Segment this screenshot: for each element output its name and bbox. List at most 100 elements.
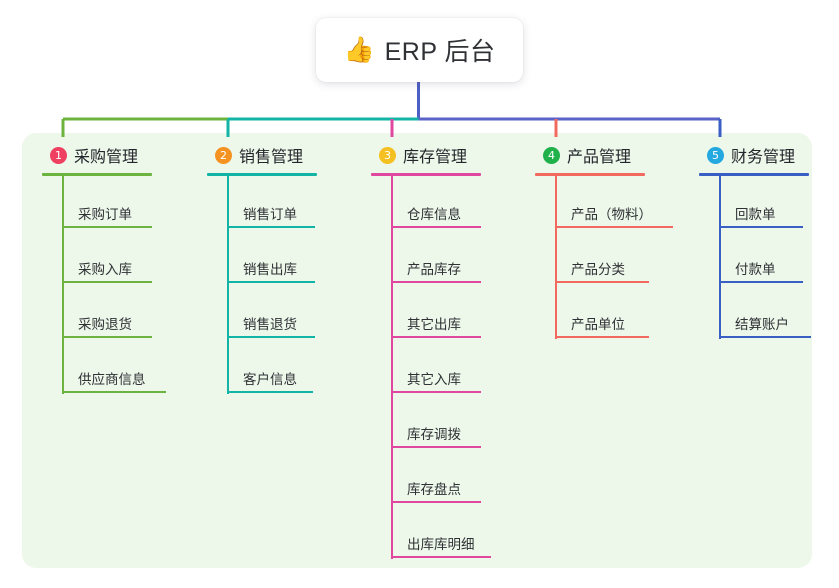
branch-title-1: 采购管理 [74,149,139,166]
branch-column-5: 5 财务管理 回款单付款单结算账户 [699,143,811,341]
branch-items-3: 仓库信息产品库存其它出库其它入库库存调拨库存盘点出库库明细 [371,176,491,561]
branch-items-1: 采购订单采购入库采购退货供应商信息 [42,176,166,396]
branch-title-4: 产品管理 [567,149,632,166]
branch-leaf[interactable]: 采购退货 [42,286,152,341]
branch-leaf[interactable]: 其它入库 [371,341,481,396]
branch-leaf[interactable]: 销售出库 [207,231,317,286]
branch-leaf-underline [391,391,481,393]
branch-leaf[interactable]: 销售退货 [207,286,317,341]
branch-leaf-label: 销售订单 [243,207,297,222]
branch-leaf[interactable]: 付款单 [699,231,809,286]
branch-header-1[interactable]: 1 采购管理 [42,143,152,167]
branch-leaf-underline [555,336,649,338]
branch-header-2[interactable]: 2 销售管理 [207,143,317,167]
branch-leaf[interactable]: 产品分类 [535,231,649,286]
branch-leaf-label: 采购订单 [78,207,132,222]
branch-header-5[interactable]: 5 财务管理 [699,143,809,167]
branch-index-badge-4: 4 [543,146,560,164]
branch-header-3[interactable]: 3 库存管理 [371,143,481,167]
branch-index-badge-1: 1 [50,146,67,164]
branch-leaf[interactable]: 回款单 [699,176,809,231]
branch-leaf-label: 采购入库 [78,262,132,277]
branch-leaf[interactable]: 销售订单 [207,176,317,231]
branch-leaf-label: 其它入库 [407,372,461,387]
branch-leaf-underline [62,226,152,228]
branch-leaf-label: 供应商信息 [78,372,146,387]
branch-items-2: 销售订单销售出库销售退货客户信息 [207,176,317,396]
branch-underline-1 [42,173,152,176]
branch-leaf[interactable]: 客户信息 [207,341,317,396]
branch-column-1: 1 采购管理 采购订单采购入库采购退货供应商信息 [42,143,166,396]
branch-leaf[interactable]: 产品库存 [371,231,481,286]
branch-leaf-underline [227,226,315,228]
branch-underline-2 [207,173,317,176]
branch-leaf[interactable]: 结算账户 [699,286,811,341]
branch-leaf[interactable]: 仓库信息 [371,176,481,231]
branch-trunk-1 [62,176,64,394]
root-node-title: ERP 后台 [384,38,496,66]
branch-leaf-underline [227,391,313,393]
branch-leaf-label: 结算账户 [735,317,789,332]
branch-leaf-label: 回款单 [735,207,776,222]
branch-underline-5 [699,173,809,176]
branch-leaf-underline [719,226,803,228]
branch-leaf-underline [62,281,152,283]
branch-items-4: 产品（物料） 产品分类产品单位 [535,176,673,341]
branch-leaf-underline [719,281,803,283]
branch-leaf-label: 付款单 [735,262,776,277]
branch-leaf[interactable]: 出库库明细 [371,506,491,561]
branch-leaf-label: 产品库存 [407,262,461,277]
branch-leaf-label: 库存盘点 [407,482,461,497]
branch-leaf-underline [391,336,481,338]
branch-leaf-underline [62,391,166,393]
branch-leaf-underline [62,336,152,338]
branch-leaf-label: 客户信息 [243,372,297,387]
branch-leaf-label: 销售退货 [243,317,297,332]
branch-leaf-label: 产品单位 [571,317,625,332]
branch-leaf[interactable]: 其它出库 [371,286,481,341]
branch-items-5: 回款单付款单结算账户 [699,176,811,341]
branch-leaf-underline [555,281,649,283]
branch-leaf-label: 采购退货 [78,317,132,332]
branch-leaf-underline [391,226,481,228]
branch-leaf-label: 销售出库 [243,262,297,277]
diagram-panel [22,133,812,568]
branch-trunk-2 [227,176,229,394]
branch-index-badge-3: 3 [379,146,396,164]
branch-leaf-underline [391,556,491,558]
branch-header-4[interactable]: 4 产品管理 [535,143,645,167]
branch-leaf[interactable]: 产品单位 [535,286,649,341]
branch-leaf-underline [555,226,673,228]
branch-title-5: 财务管理 [731,149,796,166]
branch-index-badge-2: 2 [215,146,232,164]
branch-leaf[interactable]: 库存盘点 [371,451,481,506]
branch-index-badge-5: 5 [707,146,724,164]
branch-leaf[interactable]: 采购入库 [42,231,152,286]
branch-column-2: 2 销售管理 销售订单销售出库销售退货客户信息 [207,143,317,396]
branch-leaf[interactable]: 供应商信息 [42,341,166,396]
branch-leaf-underline [719,336,811,338]
branch-underline-4 [535,173,645,176]
branch-leaf-label: 产品（物料） [571,207,652,222]
thumbs-up-icon: 👍 [343,35,375,64]
branch-leaf-underline [227,281,315,283]
branch-leaf-underline [391,501,481,503]
branch-leaf[interactable]: 采购订单 [42,176,152,231]
root-node-card[interactable]: 👍 ERP 后台 [316,18,523,82]
branch-title-2: 销售管理 [239,149,304,166]
branch-leaf-label: 产品分类 [571,262,625,277]
branch-column-3: 3 库存管理 仓库信息产品库存其它出库其它入库库存调拨库存盘点出库库明细 [371,143,491,561]
branch-leaf-label: 仓库信息 [407,207,461,222]
branch-leaf[interactable]: 库存调拨 [371,396,481,451]
branch-trunk-3 [391,176,393,559]
branch-leaf-label: 库存调拨 [407,427,461,442]
branch-leaf-underline [391,446,481,448]
branch-leaf-underline [227,336,315,338]
branch-trunk-4 [555,176,557,339]
branch-underline-3 [371,173,481,176]
branch-column-4: 4 产品管理 产品（物料） 产品分类产品单位 [535,143,673,341]
branch-leaf[interactable]: 产品（物料） [535,176,673,231]
branch-title-3: 库存管理 [403,149,468,166]
branch-leaf-underline [391,281,481,283]
